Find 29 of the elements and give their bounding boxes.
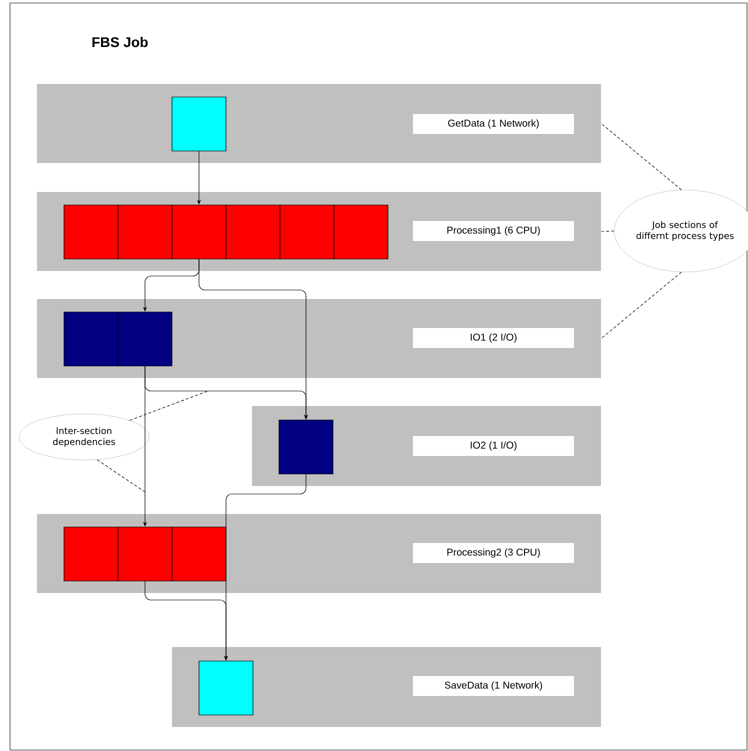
leader-line (600, 230, 614, 232)
process-square (198, 660, 254, 716)
process-square (172, 526, 226, 582)
title: FBS Job (92, 36, 148, 48)
process-square (172, 96, 226, 152)
leader-line (96, 459, 146, 492)
section-label: Processing2 (3 CPU) (413, 543, 574, 563)
section-label: GetData (1 Network) (413, 114, 574, 134)
process-square (334, 204, 388, 260)
process-square (118, 204, 172, 260)
process-square (64, 204, 118, 260)
section-label: Processing1 (6 CPU) (413, 221, 574, 241)
leader-line (600, 272, 682, 339)
callout-bubble: Job sections of differnt process types (614, 190, 748, 272)
section-label: IO1 (2 I/O) (413, 328, 574, 348)
section-label: IO2 (1 I/O) (413, 436, 574, 456)
leader-line (600, 123, 682, 190)
process-square (118, 312, 172, 366)
process-square (118, 526, 172, 582)
leader-line (129, 390, 208, 421)
process-square (226, 204, 280, 260)
section-label: SaveData (1 Network) (413, 676, 574, 696)
process-square (280, 204, 334, 260)
process-square (64, 526, 118, 582)
process-square (172, 204, 226, 260)
callout-bubble: Inter-section dependencies (18, 414, 150, 460)
process-square (278, 420, 334, 474)
process-square (64, 312, 118, 366)
node-label: Job sections of differnt process types (636, 221, 734, 241)
